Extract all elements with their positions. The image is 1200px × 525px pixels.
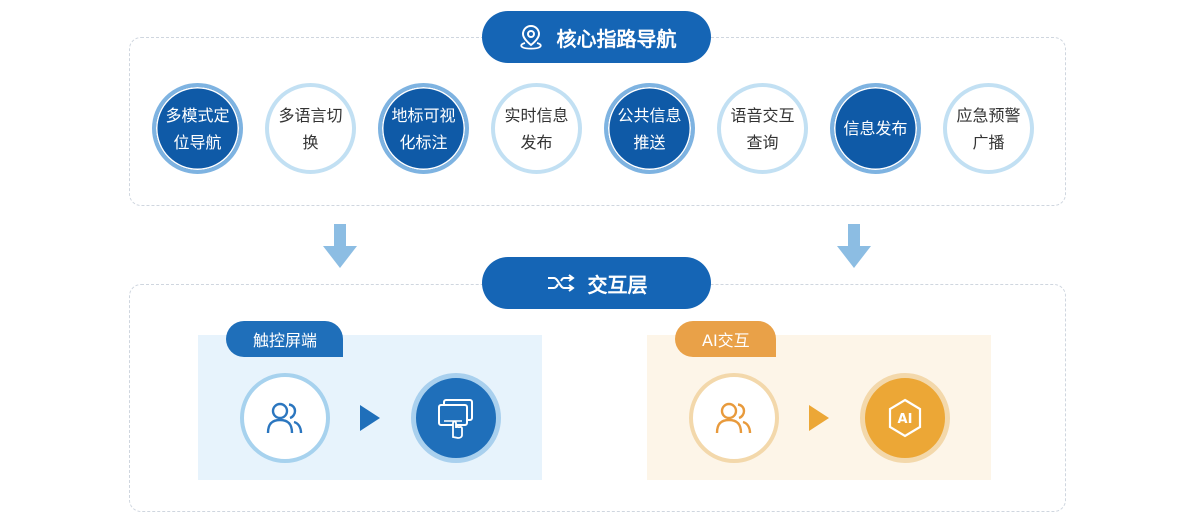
users-icon [715, 402, 752, 434]
feature-label: 应急预警广播 [956, 105, 1021, 152]
touch-panel: 触控屏端 [198, 321, 542, 480]
feature-label: 多模式定位导航 [165, 105, 230, 152]
nav-title: 核心指路导航 [556, 26, 677, 51]
feature-label: 实时信息发布 [504, 105, 569, 152]
ai-panel: AI交互 AI [647, 321, 991, 480]
ai-badge-text: AI [898, 412, 913, 427]
shuffle-icon [547, 274, 575, 292]
touch-tab: 触控屏端 [226, 321, 344, 357]
ai-icon: AI [888, 398, 922, 438]
down-arrow-icon [837, 224, 871, 268]
feature-circle: 地标可视化标注 [378, 83, 469, 174]
feature-circle: 信息发布 [830, 83, 921, 174]
feature-label: 多语言切换 [278, 105, 343, 152]
feature-circle: 语音交互查询 [717, 83, 808, 174]
feature-label: 信息发布 [843, 119, 908, 138]
feature-circle: 多语言切换 [265, 83, 356, 174]
feature-circle: 实时信息发布 [491, 83, 582, 174]
interaction-title: 交互层 [587, 272, 648, 297]
touch-flow-arrow [360, 405, 380, 431]
feature-circle: 多模式定位导航 [152, 83, 243, 174]
location-pin-icon [519, 24, 542, 50]
feature-label: 公共信息推送 [617, 105, 682, 152]
down-arrow-icon [323, 224, 357, 268]
nav-title-pill: 核心指路导航 [482, 11, 711, 63]
feature-circle: 公共信息推送 [604, 83, 695, 174]
feature-circle: 应急预警广播 [943, 83, 1034, 174]
feature-label: 语音交互查询 [730, 105, 795, 152]
ai-tab-label: AI交互 [702, 331, 750, 350]
ai-device-ring: AI [860, 373, 950, 463]
ai-flow-arrow [809, 405, 829, 431]
ai-user-ring [689, 373, 779, 463]
touch-tab-label: 触控屏端 [253, 331, 318, 350]
feature-label: 地标可视化标注 [391, 105, 456, 152]
touch-device-ring [411, 373, 501, 463]
touch-user-ring [240, 373, 330, 463]
users-icon [266, 402, 303, 434]
interaction-title-pill: 交互层 [482, 257, 711, 309]
touchscreen-icon [438, 399, 473, 439]
feature-circles: 多模式定位导航 多语言切换 地标可视化标注 实时信息发布 公共信息推送 语音交互… [152, 83, 1034, 174]
ai-tab: AI交互 [675, 321, 776, 357]
